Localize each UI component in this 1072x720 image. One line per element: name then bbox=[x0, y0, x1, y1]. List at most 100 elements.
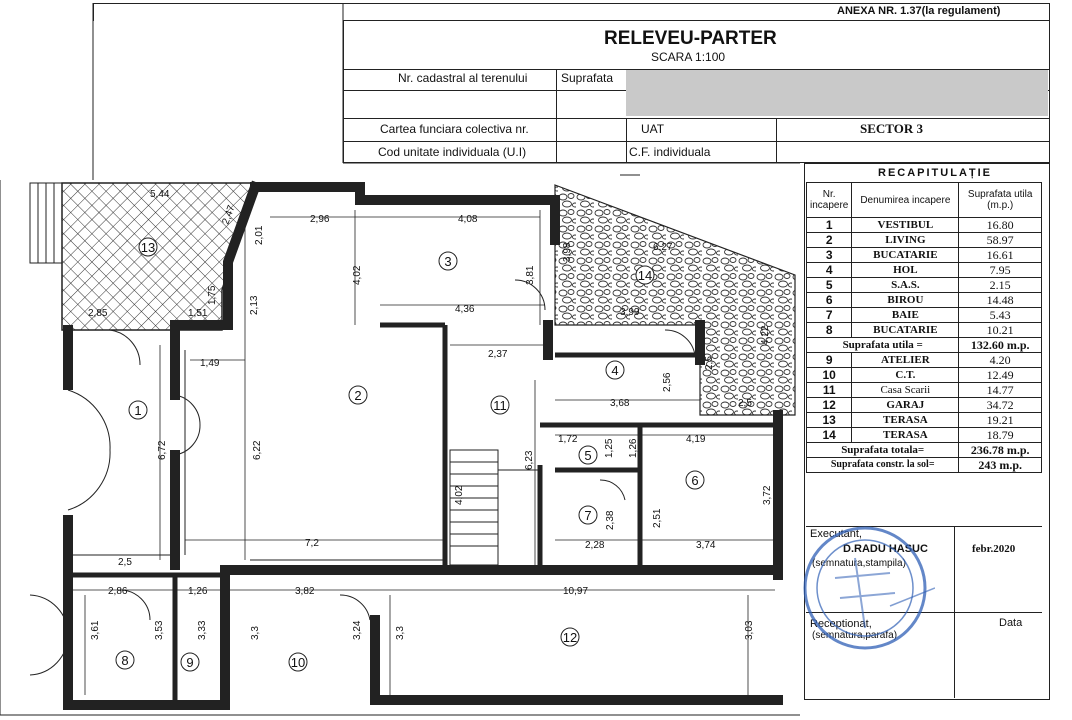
dim-label: 3,53 bbox=[154, 620, 165, 640]
dim-label: 2,5 bbox=[118, 557, 132, 568]
dim-label: 3,3 bbox=[395, 626, 406, 640]
dim-label: 3,03 bbox=[744, 620, 755, 640]
data-label: Data bbox=[999, 617, 1023, 629]
dim-label: 3,3 bbox=[250, 626, 261, 640]
dim-label: 2,5 bbox=[704, 356, 715, 370]
dim-label: 2,28 bbox=[585, 540, 605, 551]
redacted-area bbox=[626, 70, 1048, 116]
date-value: febr.2020 bbox=[972, 543, 1016, 555]
dim-label: 2,96 bbox=[310, 214, 330, 225]
dim-label: 2,56 bbox=[662, 372, 673, 392]
dim-label: 1,49 bbox=[200, 358, 220, 369]
dim-label: 3,74 bbox=[696, 540, 716, 551]
room-5-label: 5 bbox=[584, 448, 591, 463]
dim-label: 1,72 bbox=[558, 434, 578, 445]
dim-label: 10,97 bbox=[563, 586, 588, 597]
dim-label: 3,81 bbox=[525, 265, 536, 285]
room-11-label: 11 bbox=[493, 398, 507, 413]
dim-label: 6,22 bbox=[252, 440, 263, 460]
room-13-label: 13 bbox=[141, 240, 155, 255]
dim-label: 2,51 bbox=[652, 508, 663, 528]
cf-individuala-label: C.F. individuala bbox=[629, 145, 711, 159]
page-title: RELEVEU-PARTER bbox=[604, 28, 777, 49]
dim-label: 4,08 bbox=[458, 214, 478, 225]
room-8-label: 8 bbox=[121, 653, 128, 668]
dim-label: 1,26 bbox=[188, 586, 208, 597]
dim-label: 3,61 bbox=[90, 620, 101, 640]
dim-label: 4,19 bbox=[686, 434, 706, 445]
recap-frame bbox=[804, 163, 1050, 700]
room-7-label: 7 bbox=[584, 508, 591, 523]
util-row: Suprafata utila =132.60 m.p. bbox=[805, 337, 1042, 353]
dim-label: 3,98 bbox=[562, 242, 573, 262]
dim-label: 3,82 bbox=[295, 586, 315, 597]
total-row: Suprafata totala=236.78 m.p. bbox=[805, 442, 1042, 458]
scale-label: SCARA 1:100 bbox=[651, 50, 726, 64]
receptionat-label: Receptionat, bbox=[810, 618, 872, 630]
room-12-label: 12 bbox=[563, 630, 577, 645]
annex-label: ANEXA NR. 1.37(la regulament) bbox=[837, 5, 1001, 17]
floor-plan: 1 2 3 4 5 6 7 8 9 10 11 12 13 14 5,44 2,… bbox=[0, 3, 800, 716]
recap-table: Nr. incapere Denumirea incapere Suprafat… bbox=[805, 182, 1042, 473]
certification-stamp-icon bbox=[803, 526, 935, 650]
dim-label: 1,51 bbox=[188, 308, 208, 319]
room-2-label: 2 bbox=[354, 388, 361, 403]
dim-label: 7,2 bbox=[305, 538, 319, 549]
dim-label: 2,38 bbox=[605, 510, 616, 530]
room-3-label: 3 bbox=[444, 254, 451, 269]
dim-label: 2,37 bbox=[488, 349, 508, 360]
cadastral-label: Nr. cadastral al terenului bbox=[398, 71, 528, 85]
recap-title: RECAPITULAȚIE bbox=[878, 167, 992, 179]
carte-funciara-label: Cartea funciara colectiva nr. bbox=[380, 122, 529, 136]
dim-label: 1,75 bbox=[207, 285, 218, 305]
room-9-label: 9 bbox=[186, 655, 193, 670]
dim-label: 2,5 bbox=[738, 398, 752, 409]
uat-label: UAT bbox=[641, 122, 665, 136]
dim-label: 4,02 bbox=[352, 265, 363, 285]
recap-header-area: Suprafata utila (m.p.) bbox=[958, 182, 1042, 218]
dim-label: 4,36 bbox=[455, 304, 475, 315]
dim-label: 4,02 bbox=[454, 485, 465, 505]
dim-label: 6,23 bbox=[524, 450, 535, 470]
room-14-label: 14 bbox=[638, 268, 652, 283]
dim-label: 4,22 bbox=[760, 325, 771, 345]
cod-unitate-label: Cod unitate individuala (U.I) bbox=[378, 145, 527, 159]
dim-label: 2,01 bbox=[254, 225, 265, 245]
dim-label: 2,85 bbox=[88, 308, 108, 319]
dim-label: 5,44 bbox=[150, 189, 170, 200]
dim-label: 3,68 bbox=[610, 398, 630, 409]
constr-row: Suprafata constr. la sol=243 m.p. bbox=[805, 457, 1042, 473]
room-4-label: 4 bbox=[611, 363, 618, 378]
dim-label: 2,86 bbox=[108, 586, 128, 597]
dim-label: 1,26 bbox=[628, 438, 639, 458]
room-1-label: 1 bbox=[134, 403, 141, 418]
dim-label: 3,99 bbox=[620, 307, 640, 318]
suprafata-label: Suprafata bbox=[561, 71, 614, 85]
dim-label: 1,25 bbox=[604, 438, 615, 458]
room-10-label: 10 bbox=[291, 655, 305, 670]
dim-label: 3,24 bbox=[352, 620, 363, 640]
dim-label: 3,72 bbox=[762, 485, 773, 505]
recap-header-nr: Nr. incapere bbox=[805, 182, 853, 218]
dim-label: 6,27 bbox=[653, 242, 673, 253]
sector-label: SECTOR 3 bbox=[860, 121, 923, 136]
room-6-label: 6 bbox=[691, 473, 698, 488]
executant-sign: (semnatura,stampila) bbox=[812, 558, 906, 569]
dim-label: 3,33 bbox=[197, 620, 208, 640]
recap-header-name: Denumirea incapere bbox=[851, 182, 960, 218]
dim-label: 6,72 bbox=[157, 440, 168, 460]
